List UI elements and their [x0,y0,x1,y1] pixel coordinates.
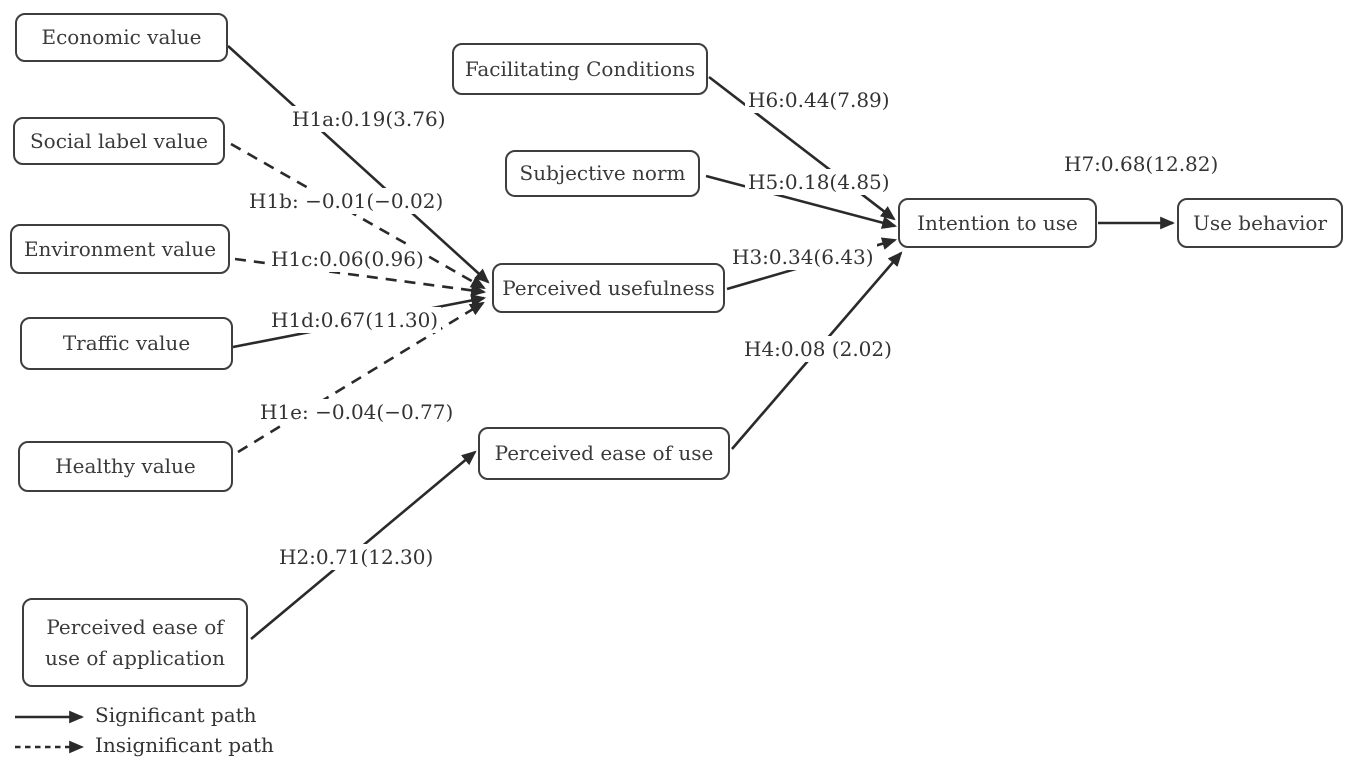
h1b-arrow [230,142,486,290]
path-label-h2: H2:0.71(12.30) [276,544,437,570]
h6-arrow [708,75,896,221]
path-label-h1c: H1c:0.06(0.96) [268,246,427,272]
node-perceived-ease-of-use: Perceived ease of use [478,427,730,480]
h1a-arrow [227,45,490,284]
node-social-label-value: Social label value [13,117,225,165]
node-perceived-usefulness: Perceived usefulness [492,263,725,313]
h5-arrow [705,174,898,229]
h1e-arrow [237,301,485,454]
legend-significant-path-label: Significant path [95,703,257,727]
node-perceived-ease-of-use-of-application: Perceived ease of use of application [22,598,248,687]
path-label-h1b: H1b: −0.01(−0.02) [246,188,447,214]
path-label-h5: H5:0.18(4.85) [745,169,893,195]
path-label-h6: H6:0.44(7.89) [745,87,893,113]
path-label-h3: H3:0.34(6.43) [729,244,877,270]
path-label-h1e: H1e: −0.04(−0.77) [257,399,457,425]
node-environment-value: Environment value [10,224,230,274]
node-traffic-value: Traffic value [20,317,233,370]
node-intention-to-use: Intention to use [898,198,1097,248]
node-subjective-norm: Subjective norm [505,150,700,197]
path-label-h1d: H1d:0.67(11.30) [268,307,442,333]
path-label-h1a: H1a:0.19(3.76) [289,106,449,132]
node-healthy-value: Healthy value [18,441,233,492]
path-label-h4: H4:0.08 (2.02) [741,336,895,362]
legend-insignificant-path-label: Insignificant path [95,733,274,757]
node-economic-value: Economic value [15,13,228,62]
path-label-h7: H7:0.68(12.82) [1061,151,1222,177]
node-use-behavior: Use behavior [1177,198,1343,248]
node-facilitating-conditions: Facilitating Conditions [452,43,708,95]
